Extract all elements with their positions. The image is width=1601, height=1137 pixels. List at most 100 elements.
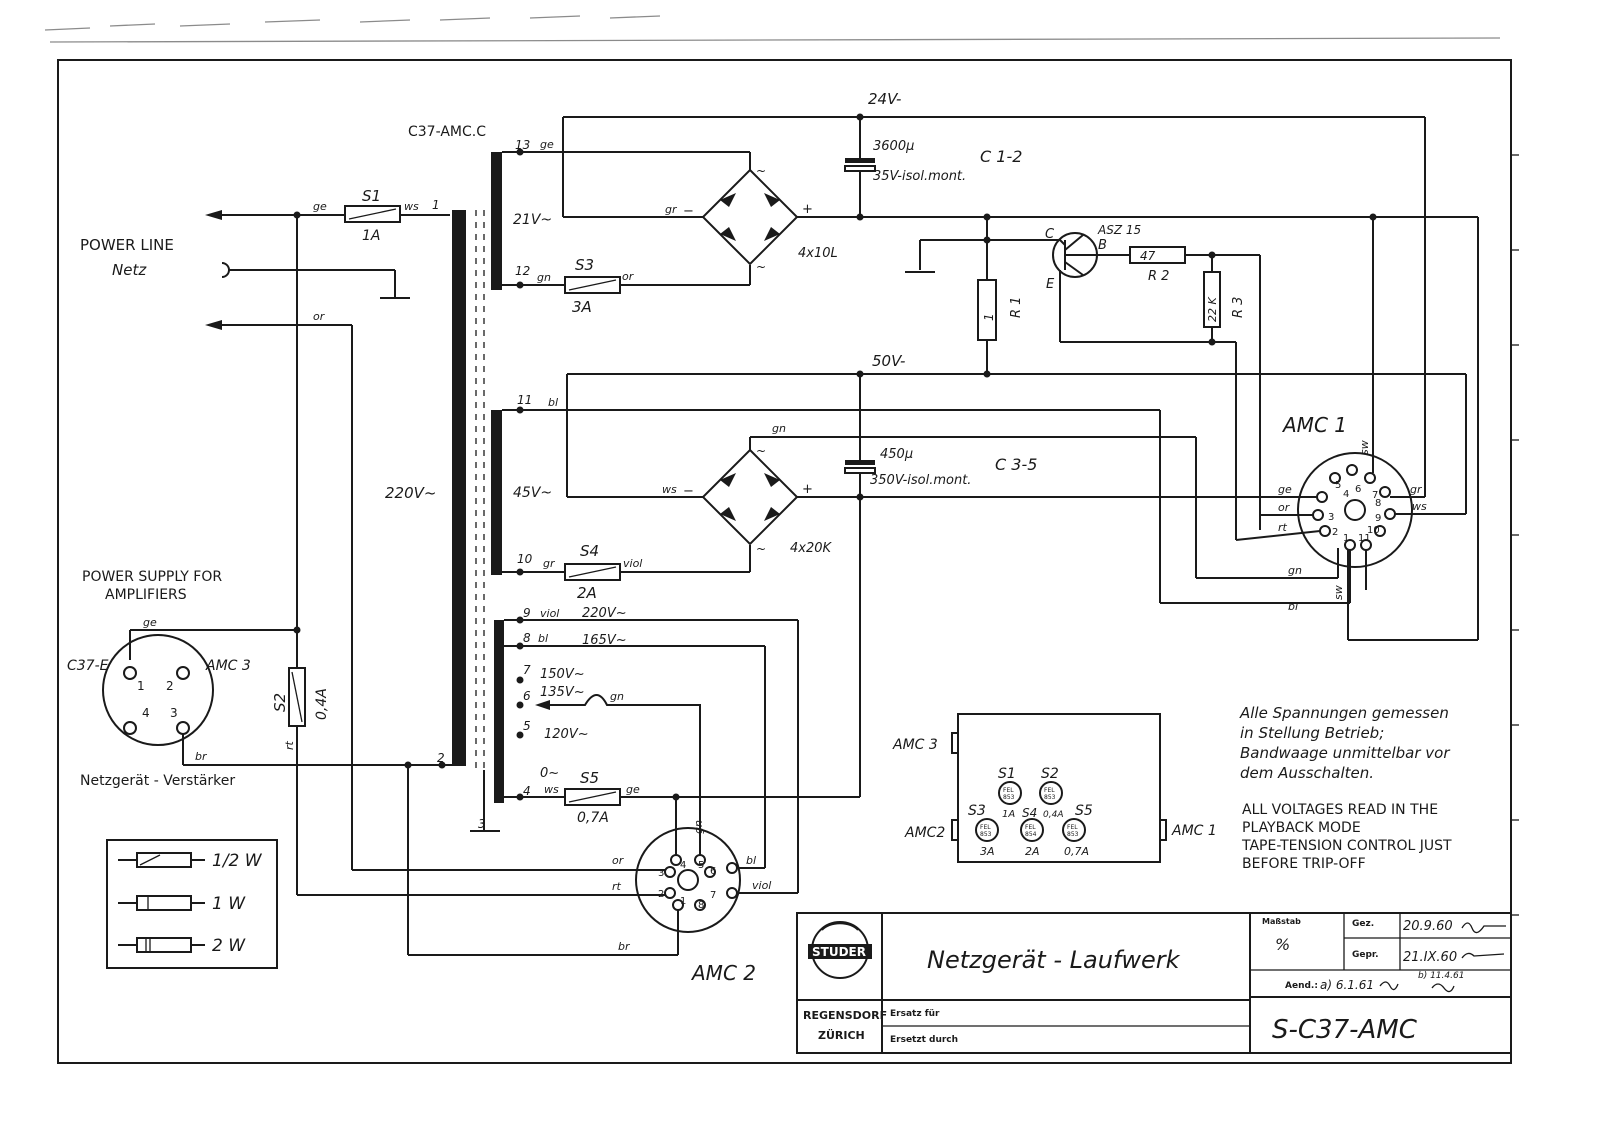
fuse-s5: S5 0,7A	[564, 769, 621, 826]
svg-text:−: −	[683, 204, 694, 219]
layout-label-amc3: AMC 3	[892, 737, 938, 753]
svg-text:~: ~	[756, 260, 766, 274]
layout-fuse-s3: S3	[968, 803, 986, 819]
layout-value-04a: 0,4A	[1043, 810, 1063, 820]
title-block-gez-label: Gez.	[1352, 919, 1374, 929]
tap-165v: 165V~	[582, 633, 627, 648]
title-block-aend-a: a) 6.1.61	[1320, 978, 1374, 992]
svg-text:~: ~	[756, 164, 766, 178]
transformer-winding-21v	[491, 152, 502, 290]
amc2-pin-8: 8	[698, 900, 704, 911]
notes: Alle Spannungen gemessen in Stellung Bet…	[1239, 704, 1452, 872]
amc3-label: AMC 3	[205, 658, 251, 674]
transistor-b: B	[1098, 238, 1107, 253]
legend-one-watt: 1 W	[212, 894, 246, 914]
svg-text:−: −	[683, 484, 694, 499]
layout-value-07a: 0,7A	[1064, 845, 1089, 858]
layout-holder-853-1: 853	[1003, 794, 1015, 801]
terminal-4: 4	[523, 784, 531, 798]
legend-half-watt: 1/2 W	[212, 851, 263, 871]
layout-holder-fel-4: FEL	[1025, 824, 1036, 831]
svg-text:+: +	[802, 202, 813, 217]
note-de-2: in Stellung Betrieb;	[1240, 724, 1384, 742]
layout-label-amc1: AMC 1	[1171, 823, 1217, 839]
capacitor-c3-5: 450µ 350V-isol.mont. C 3-5	[844, 374, 1300, 797]
wire-color-gn-amc1: gn	[1288, 564, 1302, 577]
transformer-primary-winding	[452, 210, 466, 766]
amc1-pin-4: 4	[1343, 489, 1349, 500]
note-en-1: ALL VOLTAGES READ IN THE	[1242, 802, 1438, 818]
layout-label-amc2: AMC2	[904, 825, 945, 841]
transistor-type: ASZ 15	[1097, 223, 1141, 237]
title-block-drawing-no: S-C37-AMC	[1272, 1015, 1418, 1045]
rail-50v: 50V-	[872, 352, 905, 370]
section-50v: 50V- ws bl gn gn bl gr viol	[502, 352, 1466, 613]
wire-color-bl-11: bl	[548, 396, 558, 409]
fuse-s1-name: S1	[362, 187, 381, 205]
amc1-pin-3: 3	[1328, 512, 1334, 523]
amc3-plug-label: C37-E	[67, 658, 109, 674]
capacitor-c3-5-name: C 3-5	[995, 455, 1037, 474]
connector-amc3: 1 2 4 3 C37-E AMC 3 POWER SUPPLY FOR AMP…	[67, 569, 251, 789]
amc2-pin-7: 7	[710, 890, 716, 901]
amc2-pin-3: 3	[658, 868, 664, 879]
note-en-3: TAPE-TENSION CONTROL JUST	[1241, 838, 1452, 854]
wire-color-gn-bridge2: gn	[772, 422, 786, 435]
layout-holder-fel-5: FEL	[1067, 824, 1078, 831]
resistor-r3-name: R 3	[1231, 297, 1246, 318]
capacitor-c1-2-spec: 35V-isol.mont.	[873, 169, 966, 184]
svg-text:~: ~	[756, 542, 766, 556]
wire-color-ge-s5: ge	[626, 783, 640, 796]
capacitor-c1-2-value: 3600µ	[873, 139, 914, 154]
wire-color-ge-amc3: ge	[143, 616, 157, 629]
ground-pin-icon	[221, 262, 230, 278]
regulator: 1 R 1 C B E ASZ 15 47 R 2 22 K R 3	[858, 213, 1478, 540]
svg-text:+: +	[802, 482, 813, 497]
transistor-c: C	[1045, 227, 1055, 242]
layout-fuse-s1: S1	[998, 766, 1016, 782]
tap-220v: 220V~	[582, 606, 627, 621]
wire-color-viol-s4: viol	[623, 557, 642, 570]
fuse-s3-value: 3A	[572, 298, 592, 316]
terminal-2: 2	[437, 751, 445, 765]
scan-marks	[44, 15, 1501, 43]
wire-color-bl-8: bl	[538, 632, 548, 645]
section-24v: ge gr gn or	[502, 116, 1425, 289]
amc1-label: AMC 1	[1281, 413, 1347, 437]
transformer: C37-AMC.C 220V~ 21V~ 45V~ 1 2 3 13 12 11…	[385, 124, 627, 832]
capacitor-c3-5-spec: 350V-isol.mont.	[870, 473, 971, 488]
wire-color-bl-amc2: bl	[746, 854, 756, 867]
resistor-r2-name: R 2	[1148, 269, 1169, 284]
fuse-s1-value: 1A	[362, 228, 380, 244]
title-block-aend-b: b) 11.4.61	[1418, 971, 1464, 981]
wire-color-gr-amc1: gr	[1410, 483, 1423, 496]
wire-color-gr-10: gr	[543, 557, 556, 570]
transformer-sec1-voltage: 21V~	[513, 212, 552, 228]
transformer-name: C37-AMC.C	[408, 124, 486, 140]
amc2-pin-2: 2	[658, 889, 664, 900]
wire-color-or: or	[313, 310, 326, 323]
title-block-city2: ZÜRICH	[818, 1028, 865, 1042]
tap-150v: 150V~	[540, 667, 585, 682]
title-block-gepr-label: Gepr.	[1352, 950, 1379, 960]
terminal-6: 6	[523, 689, 531, 703]
rectifier-2-value: 4x20K	[790, 541, 833, 556]
fuse-holder-icon	[975, 781, 1086, 842]
capacitor-c1-2: 3600µ 35V-isol.mont. C 1-2 24V-	[844, 90, 1022, 221]
terminal-10: 10	[517, 552, 533, 566]
power-line-label: POWER LINE	[80, 236, 174, 254]
title-block-aend-label: Aend.:	[1285, 981, 1318, 991]
fuse-s5-value: 0,7A	[577, 810, 609, 826]
fuse-s3-name: S3	[575, 256, 594, 274]
legend-two-watt: 2 W	[212, 936, 246, 956]
tap-0v: 0~	[540, 766, 559, 781]
wire-color-ws-4: ws	[544, 783, 559, 796]
title-block-gepr-value: 21.IX.60	[1403, 950, 1457, 965]
drawing-border	[57, 59, 1512, 1064]
wire-color-sw-bottom: sw	[1332, 585, 1345, 600]
layout-value-1a: 1A	[1002, 809, 1015, 820]
terminal-8: 8	[523, 631, 531, 645]
amc1-pin-10: 10	[1367, 525, 1380, 536]
amc2-pin-4: 4	[680, 860, 686, 871]
